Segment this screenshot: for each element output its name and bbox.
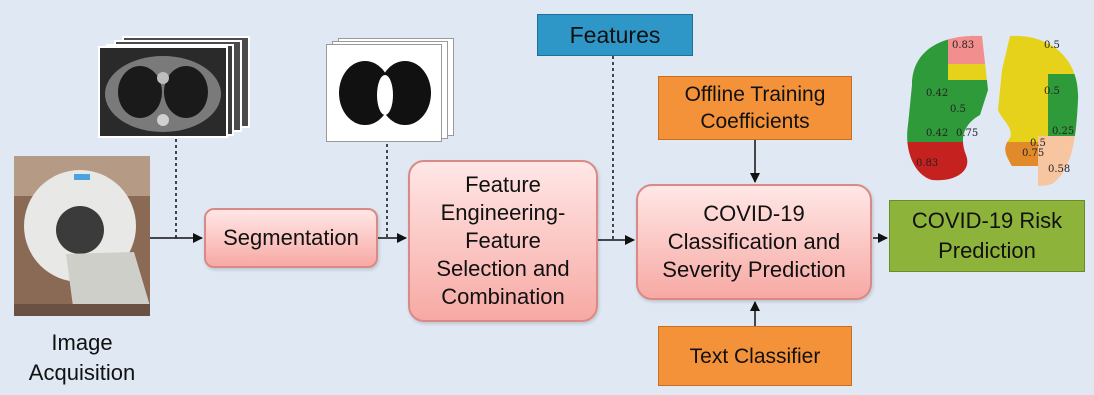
risk-prediction-line1: COVID-19 Risk: [911, 208, 1063, 233]
severity-value-3: 0.42: [926, 88, 948, 99]
severity-value-9: 0.75: [1022, 148, 1044, 159]
severity-value-11: 0.58: [1048, 164, 1070, 175]
features-node: Features: [537, 14, 693, 56]
risk-prediction-line2: Prediction: [938, 238, 1036, 263]
offline-training-node: Offline Training Coefficients: [658, 76, 852, 140]
severity-value-1: 0.83: [952, 40, 974, 51]
covid-classification-node: COVID-19 Classification and Severity Pre…: [636, 184, 872, 300]
segmentation-node: Segmentation: [204, 208, 378, 268]
covid-classification-line1: COVID-19: [703, 201, 805, 226]
feature-engineering-line4: Selection and: [436, 256, 570, 281]
feature-engineering-line3: Feature: [465, 228, 541, 253]
feature-engineering-line1: Feature: [465, 172, 541, 197]
segmented-slice-stack: [326, 38, 456, 142]
severity-value-6: 0.42: [926, 128, 948, 139]
severity-value-2: 0.5: [1044, 40, 1060, 51]
segmentation-label: Segmentation: [223, 225, 359, 250]
severity-value-8: 0.75: [956, 128, 978, 139]
image-acquisition-label: Image Acquisition: [14, 328, 150, 388]
feature-engineering-line2: Engineering-: [440, 200, 566, 225]
ct-scan-stack: [98, 36, 258, 138]
risk-prediction-node: COVID-19 Risk Prediction: [889, 200, 1085, 272]
severity-lung-map: 0.83 0.5 0.42 0.5 0.5 0.42 0.25 0.75 0.7…: [902, 30, 1082, 190]
severity-value-10: 0.5: [1030, 138, 1046, 149]
severity-value-5: 0.5: [1044, 86, 1060, 97]
offline-training-line1: Offline Training: [684, 83, 826, 106]
feature-engineering-node: Feature Engineering- Feature Selection a…: [408, 160, 598, 322]
text-classifier-node: Text Classifier: [658, 326, 852, 386]
severity-value-4: 0.5: [950, 104, 966, 115]
covid-classification-line3: Severity Prediction: [662, 257, 846, 282]
ct-lung-image: [100, 48, 226, 136]
image-acquisition-line2: Acquisition: [28, 360, 136, 385]
features-label: Features: [569, 21, 661, 48]
text-classifier-label: Text Classifier: [689, 344, 821, 368]
ct-slice-front: [98, 46, 228, 138]
offline-training-line2: Coefficients: [700, 110, 810, 133]
seg-slice-front: [326, 44, 442, 142]
severity-value-7: 0.25: [1052, 126, 1074, 137]
ct-scanner-photo: [14, 156, 150, 316]
image-acquisition-line1: Image: [51, 330, 113, 355]
segmented-lung-image: [339, 61, 431, 125]
covid-classification-line2: Classification and: [667, 229, 841, 254]
severity-value-12: 0.83: [916, 158, 938, 169]
feature-engineering-line5: Combination: [441, 284, 565, 309]
